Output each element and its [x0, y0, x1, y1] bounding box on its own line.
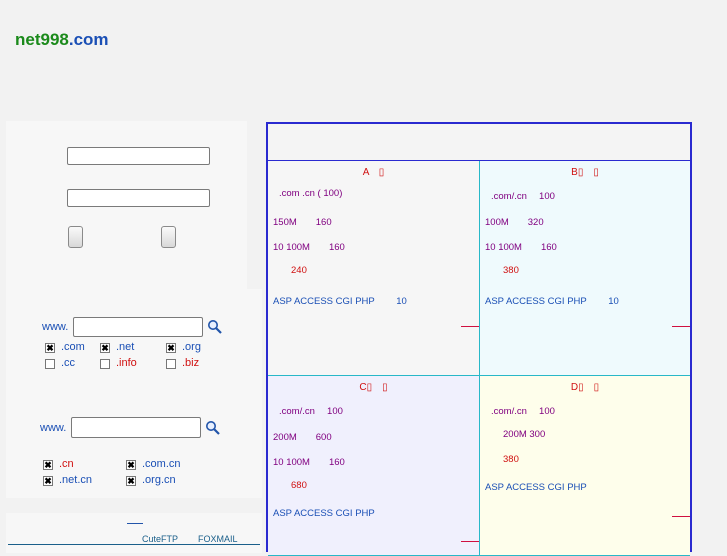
logo-text-tld: .com — [68, 30, 109, 49]
cuteftp-link[interactable]: CuteFTP — [142, 534, 179, 544]
plan-title: D▯ ▯ — [570, 382, 600, 393]
order-link-marker[interactable] — [672, 326, 690, 327]
tld-label: .com.cn — [142, 458, 181, 470]
plan-price: 240 — [291, 265, 307, 276]
order-link-marker[interactable] — [461, 326, 479, 327]
plan-domain-info: .com .cn ( 100) — [279, 188, 343, 199]
search-icon[interactable] — [207, 319, 223, 335]
plans-header — [268, 124, 690, 161]
tld-checkbox[interactable] — [100, 359, 110, 369]
tld-label: .info — [116, 357, 137, 369]
tld-checkbox[interactable] — [45, 359, 55, 369]
plan-price: 380 — [503, 454, 519, 465]
plan-domain-info: .com/.cn 100 — [279, 406, 343, 417]
plan-space-info: 100M 320 — [485, 217, 544, 228]
tld-checkbox[interactable]: ✖ — [100, 343, 110, 353]
foxmail-link[interactable]: FOXMAIL — [198, 534, 238, 544]
divider — [127, 523, 143, 524]
tld-checkbox[interactable] — [166, 359, 176, 369]
tld-checkbox[interactable]: ✖ — [43, 460, 53, 470]
plan-space-info: 200M 300 — [503, 429, 546, 440]
plan-space-info: 150M 160 — [273, 217, 332, 228]
plan-card: A ▯ .com .cn ( 100) 150M 160 10 100M 160 240… — [268, 161, 480, 376]
site-logo[interactable]: net998.com — [15, 30, 109, 50]
plan-domain-info: .com/.cn 100 — [491, 191, 555, 202]
tld-checkbox[interactable]: ✖ — [43, 476, 53, 486]
plan-domain-info: .com/.cn 100 — [491, 406, 555, 417]
register-button[interactable] — [161, 226, 176, 248]
tld-checkbox[interactable]: ✖ — [126, 460, 136, 470]
plan-price: 680 — [291, 480, 307, 491]
tld-label: .net — [116, 341, 135, 353]
plan-features: ASP ACCESS CGI PHP — [485, 482, 587, 493]
logo-text-main: net998 — [15, 30, 69, 49]
tld-checkbox[interactable]: ✖ — [166, 343, 176, 353]
password-input[interactable] — [67, 189, 210, 207]
plan-features: ASP ACCESS CGI PHP — [273, 508, 375, 519]
plan-title: C▯ ▯ — [359, 382, 388, 393]
tld-label: .biz — [182, 357, 200, 369]
tld-label: .com — [61, 341, 85, 353]
plan-title: B▯ ▯ — [571, 167, 599, 178]
plan-price: 380 — [503, 265, 519, 276]
tld-label: .org — [182, 341, 201, 353]
tld-label: .cc — [61, 357, 76, 369]
tld-label: .cn — [59, 458, 74, 470]
plan-title: A ▯ — [362, 167, 385, 178]
tld-label: .org.cn — [142, 474, 176, 486]
www-label: www. — [42, 321, 69, 333]
plan-space-info: 200M 600 — [273, 432, 332, 443]
order-link-marker[interactable] — [461, 541, 479, 542]
search-icon[interactable] — [205, 420, 221, 436]
plan-mail-info: 10 100M 160 — [485, 242, 557, 253]
domain-search-input[interactable] — [73, 317, 203, 337]
tld-checkbox[interactable]: ✖ — [45, 343, 55, 353]
tld-checkbox[interactable]: ✖ — [126, 476, 136, 486]
plan-features: ASP ACCESS CGI PHP 10 — [485, 296, 619, 307]
username-input[interactable] — [67, 147, 210, 165]
order-link-marker[interactable] — [672, 516, 690, 517]
login-button[interactable] — [68, 226, 83, 248]
plan-mail-info: 10 100M 160 — [273, 457, 345, 468]
cn-domain-search-input[interactable] — [71, 417, 201, 438]
tld-label: .net.cn — [59, 474, 93, 486]
links-panel — [6, 513, 262, 553]
hosting-plans-table: A ▯ .com .cn ( 100) 150M 160 10 100M 160 240… — [266, 122, 692, 556]
plan-features: ASP ACCESS CGI PHP 10 — [273, 296, 407, 307]
www-label-cn: www. — [40, 422, 67, 434]
plan-mail-info: 10 100M 160 — [273, 242, 345, 253]
